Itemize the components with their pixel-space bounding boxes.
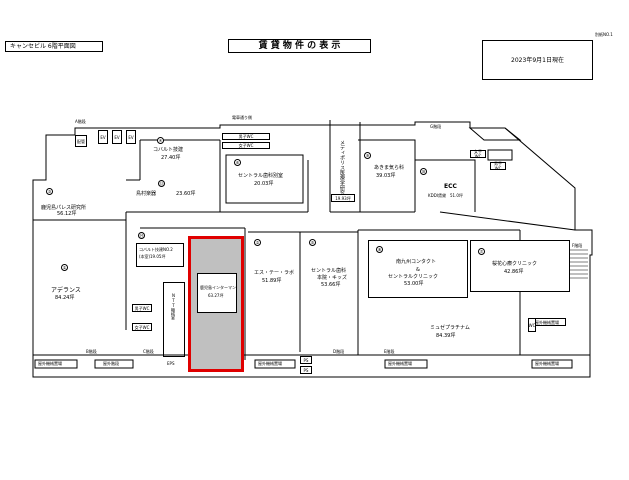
floor-label: キャンセビル 6階平面図	[10, 43, 76, 50]
tenant-sub: KDDI賃貸	[428, 193, 446, 198]
tenant-8: ⑧ 南九州コンタクト & セントラルクリニック 53.00坪	[368, 240, 468, 298]
tenant-name: ミュゼプラチナム	[430, 325, 470, 331]
attachment-label: 別紙NO.1	[595, 32, 613, 37]
tenant-name: あきま気ら科	[374, 165, 405, 171]
tenant-6: ⑥ セントラル歯科別室 20.03坪	[226, 155, 303, 203]
tenant-name: セントラル歯科別室	[238, 173, 284, 179]
tenant-11: メディポリス医療学研究所 19.93坪	[330, 124, 358, 204]
tenant-name: ECC	[444, 183, 457, 190]
tenant-area: 84.24坪	[55, 295, 75, 301]
stairs-f-label: F階段	[572, 243, 583, 248]
tenant-4: ④ コバルト技建 27.40坪	[145, 137, 195, 173]
tenant-area: 51.89坪	[262, 278, 282, 284]
wc-men-left: 男子WC	[132, 304, 152, 312]
eps-label: EPS	[167, 361, 175, 366]
tenant-name: アデランス	[51, 287, 81, 294]
pipe-shaft-box: 配管	[75, 135, 87, 147]
tenant-name: コバルト技建NO.2	[139, 247, 173, 252]
tenant-area: 23.60坪	[176, 191, 196, 197]
tenant-number: ②	[254, 239, 261, 246]
floor-label-box: キャンセビル 6階平面図	[5, 41, 103, 52]
tenant-area: 56.12坪	[57, 211, 77, 217]
tenant-number: ⑭	[138, 232, 145, 239]
tenant-number: ①	[61, 264, 68, 271]
tenant-10: ⑩ ECC KDDI賃貸 51.0坪	[416, 162, 474, 210]
tenant-7: ⑦ 桜花心療クリニック 42.86坪	[470, 240, 570, 292]
tenant-number: ③	[46, 188, 53, 195]
elevator-3: EV	[126, 130, 136, 144]
page-title: 賃 貸 物 件 の 表 示	[258, 41, 341, 51]
tenant-name: 南九州コンタクト	[396, 259, 437, 265]
vacant-name: 鹿児島インターマン	[200, 285, 236, 290]
tenant-14: ⑭ コバルト技建NO.2 (本室) 19.05坪	[136, 232, 184, 268]
elevator-1: EV	[98, 130, 108, 144]
stairs-e-label: E階段	[384, 349, 395, 354]
street-label: 電車通り側	[232, 115, 252, 120]
wc-top-right-2: 男子WC	[490, 161, 506, 171]
mech-2: 屋外機械置場	[258, 361, 282, 366]
tenant-1: ① アデランス 84.24坪	[33, 258, 126, 318]
tenant-name: 鳥村楽器	[136, 191, 157, 197]
tenant-number: ⑦	[478, 248, 485, 255]
tenant-area: 42.86坪	[504, 269, 524, 275]
stairs-c-label: C階段	[143, 349, 154, 354]
tenant-number: ④	[157, 137, 164, 144]
women-wc-top: 女子WC	[222, 142, 270, 149]
tenant-sub: 本院・キッズ	[317, 275, 348, 281]
wc-right: WC	[528, 318, 536, 332]
tenant-area: 27.40坪	[161, 155, 181, 161]
tenant-number: ⑧	[376, 246, 383, 253]
tenant-13: ミュゼプラチナム 84.39坪	[368, 300, 520, 352]
date-box: 2023年9月1日現在	[482, 40, 593, 80]
tenant-name: セントラル歯科	[311, 268, 347, 274]
tenant-area: 51.0坪	[450, 193, 463, 198]
tenant-number: ⑥	[234, 159, 241, 166]
outdoor-stairs-1: 屋外階段	[103, 361, 119, 366]
tenant-9: ⑨ あきま気ら科 39.03坪	[360, 142, 415, 210]
wc-top-right-1: 女子WC	[470, 149, 486, 159]
mech-4: 屋外機械置場	[535, 361, 559, 366]
tenant-12: ⑫ 鳥村楽器 23.60坪	[130, 180, 210, 210]
tenant-name: 鹿児島パレス研究所	[41, 205, 87, 211]
tenant-5: ⑤ セントラル歯科 本院・キッズ 53.66坪	[301, 235, 358, 352]
ntt-room: NTT機械室	[163, 282, 185, 357]
tenant-2: ② エス・テー・ラボ 51.89坪	[248, 235, 300, 352]
men-wc-top: 男子WC	[222, 133, 270, 140]
vacant-area: 63.27坪	[208, 293, 224, 298]
tenant-number: ⑨	[364, 152, 371, 159]
tenant-number: ⑤	[309, 239, 316, 246]
tenant-area: 39.03坪	[376, 173, 396, 179]
elevator-2: EV	[112, 130, 122, 144]
tenant-area: 53.66坪	[321, 282, 341, 288]
tenant-number: ⑩	[420, 168, 427, 175]
ps-box-1: PS	[300, 356, 312, 364]
title-box: 賃 貸 物 件 の 表 示	[228, 39, 371, 53]
stairs-b-label: B階段	[86, 349, 97, 354]
mech-3: 屋外機械置場	[388, 361, 412, 366]
tenant-area: 19.05坪	[150, 254, 166, 259]
tenant-area: 84.39坪	[436, 333, 456, 339]
tenant-area: 20.03坪	[254, 181, 274, 187]
tenant-sub: (本室)	[139, 254, 151, 259]
stairs-d-label: D階段	[333, 349, 345, 354]
mech-1: 屋外機械置場	[38, 361, 62, 366]
ps-box-2: PS	[300, 366, 312, 374]
tenant-3: ③ 鹿児島パレス研究所 56.12坪	[33, 182, 126, 220]
tenant-number: ⑫	[158, 180, 165, 187]
tenant-area-box: 19.93坪	[331, 194, 355, 202]
stairs-a-label: A階段	[75, 119, 86, 124]
tenant-name: メディポリス医療学研究所	[339, 140, 345, 200]
tenant-area: 53.00坪	[404, 281, 424, 287]
tenant-sub: &	[416, 267, 420, 273]
vacant-label-box: 鹿児島インターマン 63.27坪	[197, 273, 237, 313]
tenant-name: 桜花心療クリニック	[492, 261, 538, 267]
tenant-name: エス・テー・ラボ	[254, 270, 295, 276]
tenant-name: コバルト技建	[153, 147, 184, 153]
wc-women-left: 女子WC	[132, 323, 152, 331]
date-label: 2023年9月1日現在	[511, 57, 564, 64]
tenant-sub-2: セントラルクリニック	[388, 274, 439, 280]
vacant-unit[interactable]: 鹿児島インターマン 63.27坪	[188, 236, 244, 372]
stairs-g-label: G階段	[430, 124, 442, 129]
